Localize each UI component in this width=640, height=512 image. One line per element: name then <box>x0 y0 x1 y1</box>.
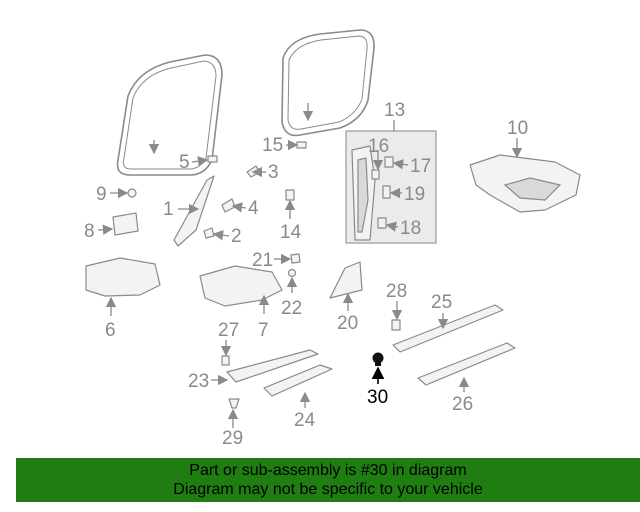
callout-10: 10 <box>507 118 528 139</box>
callout-5: 5 <box>179 152 190 173</box>
cover-panel <box>112 212 139 236</box>
clip-28 <box>391 319 401 331</box>
callout-19: 19 <box>404 184 425 205</box>
callout-28: 28 <box>386 281 407 302</box>
clip-5 <box>207 155 218 163</box>
callout-22: 22 <box>281 298 302 319</box>
front-door-weatherstrip <box>116 54 223 176</box>
leader-arrows <box>97 103 523 428</box>
callout-29: 29 <box>222 428 243 449</box>
rear-door-weatherstrip <box>281 29 375 137</box>
clip-21 <box>290 253 301 264</box>
callout-8: 8 <box>84 221 95 242</box>
sill-plate-26 <box>417 342 516 386</box>
callout-24: 24 <box>294 410 316 431</box>
callout-30[interactable]: 30 <box>367 387 388 408</box>
grommet-22 <box>287 268 297 278</box>
rear-floor-carpet-detail <box>503 177 562 201</box>
callout-18: 18 <box>400 218 421 239</box>
callout-7: 7 <box>258 320 269 341</box>
callout-4: 4 <box>248 198 259 219</box>
callout-3: 3 <box>268 162 279 183</box>
callout-14: 14 <box>280 222 302 243</box>
part-info-banner: Part or sub-assembly is #30 in diagram D… <box>16 458 640 502</box>
sill-plate-24 <box>263 364 333 397</box>
clip-27 <box>221 355 230 366</box>
clip-4 <box>221 198 236 213</box>
part-30-clip[interactable] <box>372 352 384 367</box>
callout-15: 15 <box>262 135 283 156</box>
callout-labels: 1 2 3 4 5 6 7 8 9 10 13 14 15 16 17 18 1… <box>84 100 528 449</box>
callout-20: 20 <box>337 313 358 334</box>
callout-25: 25 <box>431 292 452 313</box>
callout-23: 23 <box>188 371 209 392</box>
banner-line-2: Diagram may not be specific to your vehi… <box>173 481 483 498</box>
clip-15 <box>296 141 307 149</box>
clip-2 <box>203 227 215 239</box>
callout-27: 27 <box>218 320 239 341</box>
callout-9: 9 <box>96 184 107 205</box>
callout-1: 1 <box>163 199 174 220</box>
callout-16: 16 <box>368 136 389 157</box>
clip-29 <box>228 398 240 409</box>
sill-plate-23 <box>226 349 319 383</box>
callout-13: 13 <box>384 100 405 121</box>
lower-trim-20 <box>329 261 363 299</box>
callout-6: 6 <box>105 320 116 341</box>
front-floor-carpet <box>85 257 161 297</box>
callout-17: 17 <box>410 156 431 177</box>
front-carpet-2 <box>199 265 283 307</box>
parts-diagram: 1 2 3 4 5 6 7 8 9 10 13 14 15 16 17 18 1… <box>84 29 581 449</box>
banner-line-1: Part or sub-assembly is #30 in diagram <box>189 462 467 479</box>
callout-2: 2 <box>231 226 242 247</box>
callout-21: 21 <box>252 250 273 271</box>
callout-26: 26 <box>452 394 473 415</box>
clip-14 <box>285 189 295 201</box>
grommet-9 <box>127 188 137 198</box>
